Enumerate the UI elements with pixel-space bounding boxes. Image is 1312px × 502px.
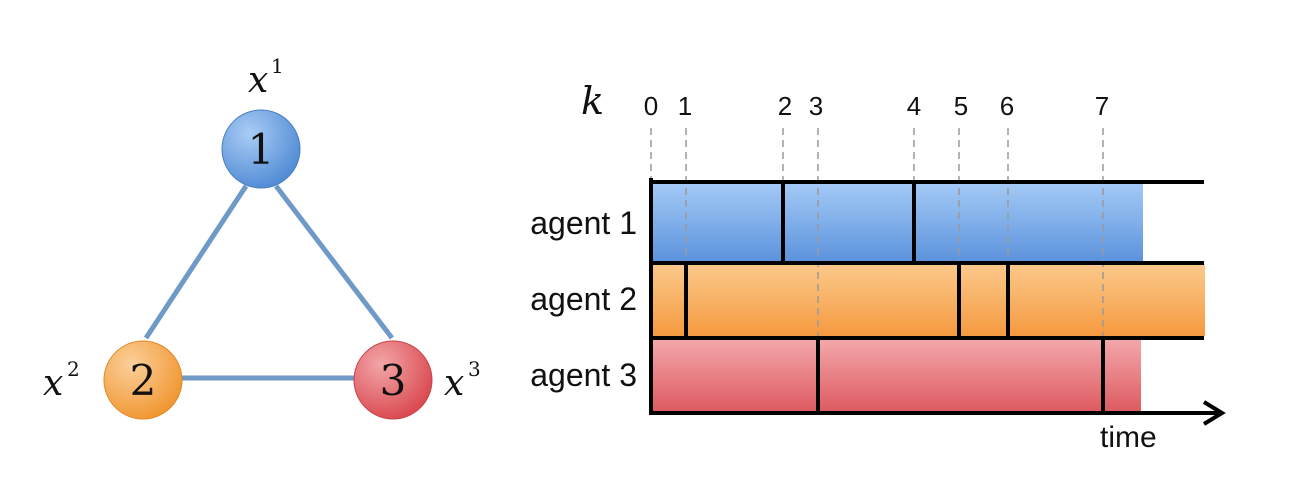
var-x3-base: x xyxy=(444,363,464,404)
node-3-circle xyxy=(353,340,433,420)
var-x1-sup: 1 xyxy=(271,54,284,78)
agent-1-bar xyxy=(653,182,1143,261)
node-2: 2 xyxy=(103,340,183,420)
tick-labels: 0 1 2 3 4 5 6 7 xyxy=(644,91,1109,121)
agent-2-bar xyxy=(653,264,1205,336)
tick-label-2: 2 xyxy=(778,91,792,121)
edge-1-3 xyxy=(274,184,394,340)
tick-guides xyxy=(650,128,1104,339)
var-x1-base: x xyxy=(248,60,268,101)
node-1-circle xyxy=(221,109,301,189)
node-1-label: 1 xyxy=(248,125,275,174)
tick-label-7: 7 xyxy=(1095,91,1109,121)
var-x2-sup: 2 xyxy=(67,357,80,381)
node-2-label: 2 xyxy=(130,356,157,405)
row-separators xyxy=(651,180,1204,340)
edge-1-2 xyxy=(143,184,249,340)
update-markers xyxy=(684,182,1105,413)
timeline: k 0 1 2 3 4 5 6 7 xyxy=(530,79,1226,454)
tick-label-6: 6 xyxy=(1000,91,1014,121)
var-x3-sup: 3 xyxy=(468,357,481,381)
node-3: 3 xyxy=(353,340,433,420)
tick-label-3: 3 xyxy=(809,91,823,121)
var-label-x2: x 2 xyxy=(43,357,80,404)
tick-label-0: 0 xyxy=(644,91,658,121)
tick-label-4: 4 xyxy=(907,91,921,121)
graph-edges xyxy=(143,184,394,381)
agent-3-bar xyxy=(653,339,1141,412)
var-x2-base: x xyxy=(43,363,63,404)
node-3-label: 3 xyxy=(380,356,407,405)
k-label: k xyxy=(581,79,604,123)
time-axis-arrowhead xyxy=(1202,400,1226,426)
tick-label-5: 5 xyxy=(954,91,968,121)
tick-label-1: 1 xyxy=(678,91,692,121)
agent-2-label: agent 2 xyxy=(530,281,637,317)
var-label-x3: x 3 xyxy=(444,357,481,404)
agent-3-label: agent 3 xyxy=(530,357,637,393)
agent-graph: 1 2 3 x 1 x 2 x 3 xyxy=(43,54,481,420)
time-label: time xyxy=(1100,421,1157,454)
var-label-x1: x 1 xyxy=(248,54,284,101)
node-2-circle xyxy=(103,340,183,420)
node-1: 1 xyxy=(221,109,301,189)
agent-1-label: agent 1 xyxy=(530,205,637,241)
